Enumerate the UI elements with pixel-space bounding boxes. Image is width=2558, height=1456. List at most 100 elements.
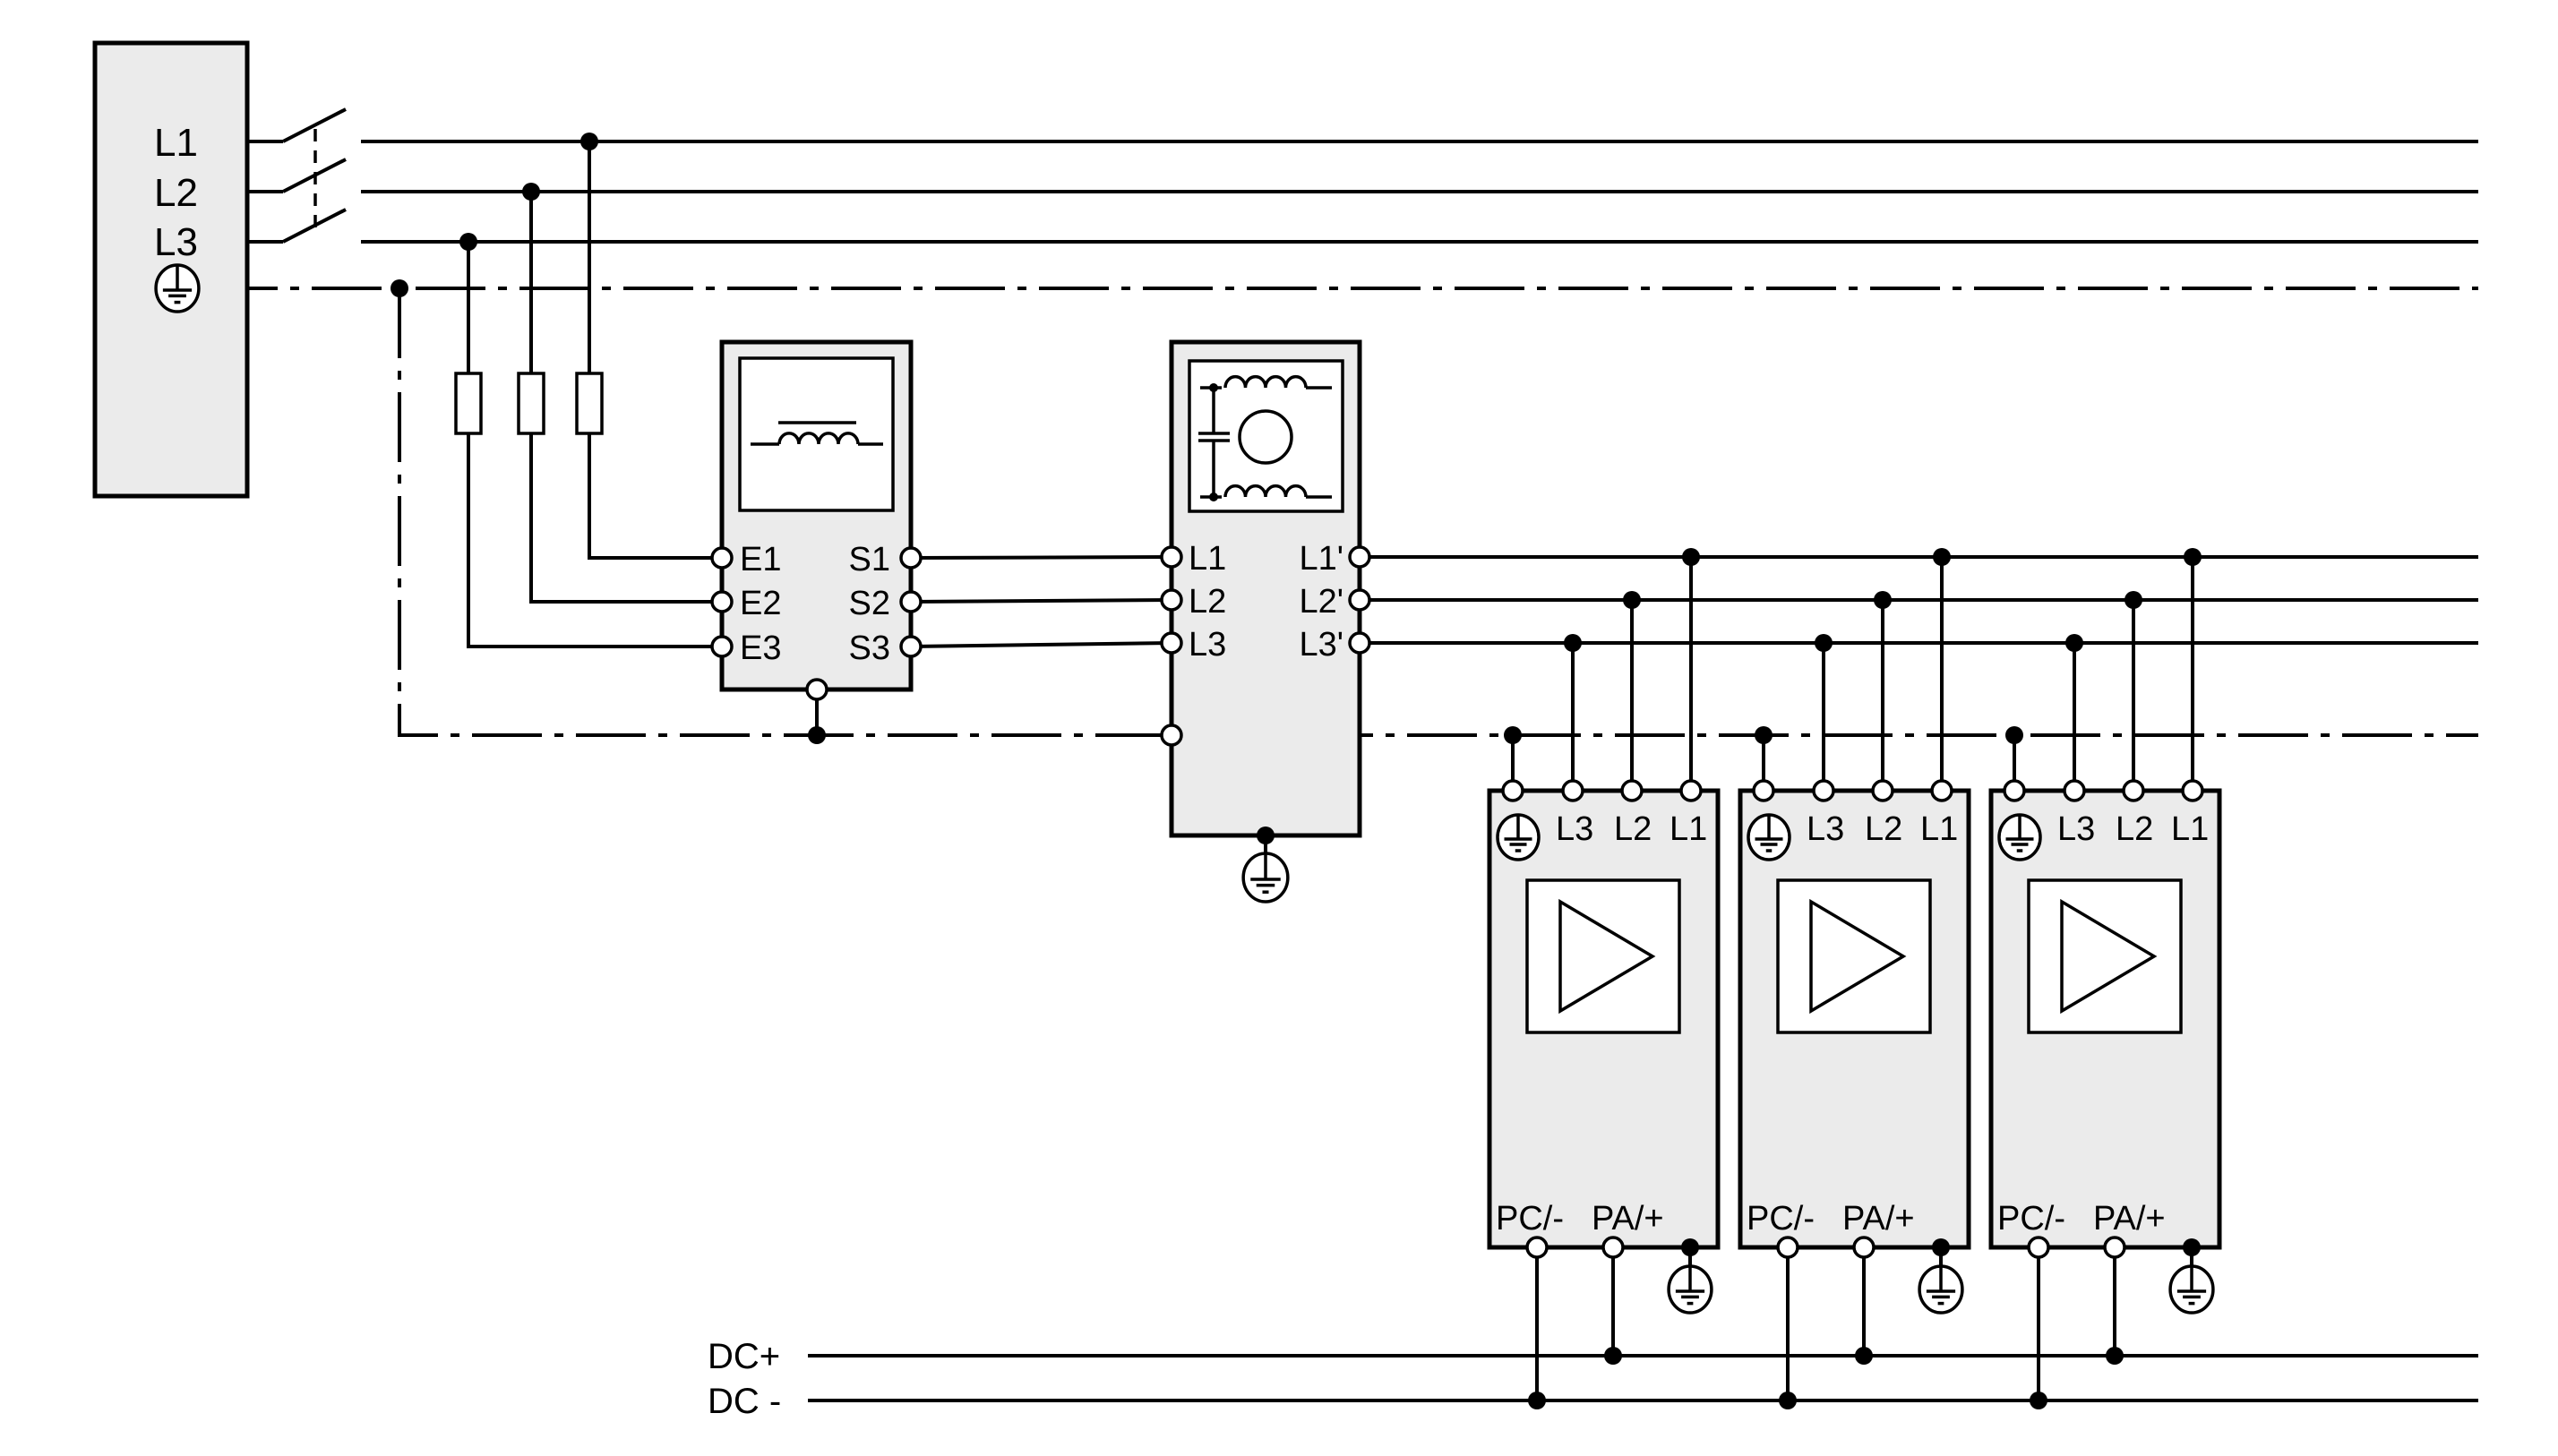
fuse-icon xyxy=(454,372,483,435)
drive-3-pc-junction xyxy=(2030,1392,2047,1409)
drive-3-terminal-pa xyxy=(2103,1236,2126,1259)
filter-ground-icon xyxy=(1241,852,1290,904)
drive-3-ground-icon xyxy=(2168,1264,2215,1315)
drive-1-l1-junction xyxy=(1682,548,1700,566)
drive-3-terminal-pc xyxy=(2027,1236,2050,1259)
drive-1-pc-junction xyxy=(1528,1392,1546,1409)
drive-2-terminal-l3 xyxy=(1812,779,1835,802)
choke-terminal-e2 xyxy=(710,590,734,613)
drive-2-label-pc: PC/- xyxy=(1747,1200,1815,1238)
filter-terminal-out-2 xyxy=(1348,588,1371,612)
drive-1-terminal-pe xyxy=(1501,779,1524,802)
wire-L3-to-E3 xyxy=(467,242,722,648)
wire-S3-L3 xyxy=(910,641,1172,648)
drive-2-pa-junction xyxy=(1855,1347,1873,1365)
drive-2-terminal-l2 xyxy=(1871,779,1894,802)
choke-terminal-e3 xyxy=(710,635,734,658)
drive-2-pc-junction xyxy=(1779,1392,1797,1409)
filter-terminal-in-1 xyxy=(1160,545,1183,569)
drive-1-terminal-l1 xyxy=(1679,779,1703,802)
drive-1-l3-junction xyxy=(1564,634,1582,652)
filter-label-l1-in: L1 xyxy=(1189,540,1226,578)
junction-L2 xyxy=(522,183,540,201)
drive-2-terminal-pa xyxy=(1852,1236,1876,1259)
choke-icon-frame xyxy=(738,356,895,512)
drive-1-terminal-l2 xyxy=(1620,779,1644,802)
dc-negative-label: DC - xyxy=(708,1382,781,1421)
drive-1-label-l2: L2 xyxy=(1614,810,1652,848)
choke-label-e1: E1 xyxy=(740,541,781,578)
wire-L1-to-E1 xyxy=(588,141,722,560)
choke-terminal-pe xyxy=(805,678,828,701)
junction-PE xyxy=(391,279,408,297)
wire-S1-L1 xyxy=(910,555,1172,560)
drive-1-pe-junction xyxy=(1504,726,1522,744)
drive-3-pe-icon xyxy=(1997,813,2042,861)
filter-core-circle xyxy=(1238,409,1293,465)
filter-node-top xyxy=(1209,383,1218,392)
drive-2-terminal-pe xyxy=(1752,779,1775,802)
filter-terminal-in-2 xyxy=(1160,588,1183,612)
drive-2-terminal-l1 xyxy=(1930,779,1953,802)
amplifier-triangle-icon xyxy=(2060,898,2158,1015)
wire-S2-L2 xyxy=(910,598,1172,604)
drive-2-pe-junction xyxy=(1755,726,1773,744)
drive-1-terminal-pa xyxy=(1601,1236,1625,1259)
supply-label-l2: L2 xyxy=(154,171,198,215)
drive-2-label-l1: L1 xyxy=(1920,810,1958,848)
modules xyxy=(92,40,2222,1250)
filter-label-l1-out: L1' xyxy=(1299,540,1343,578)
drive-3-terminal-l1 xyxy=(2181,779,2204,802)
supply-label-l1: L1 xyxy=(154,121,198,165)
drive-1-label-l1: L1 xyxy=(1670,810,1707,848)
choke-label-s1: S1 xyxy=(849,541,890,578)
drive-3-label-l2: L2 xyxy=(2116,810,2153,848)
wire-L2-to-E2 xyxy=(529,192,722,604)
drive-1-l2-junction xyxy=(1623,591,1641,609)
drive-2-label-l2: L2 xyxy=(1865,810,1902,848)
filter-node-bottom xyxy=(1209,492,1218,501)
filter-terminal-pe xyxy=(1160,724,1183,747)
drive-2-label-l3: L3 xyxy=(1807,810,1844,848)
filter-label-l2-out: L2' xyxy=(1299,583,1343,621)
drive-2-l3-junction xyxy=(1815,634,1833,652)
drive-2-pe-icon xyxy=(1747,813,1791,861)
choke-terminal-s1 xyxy=(899,546,923,570)
filter-label-l3-out: L3' xyxy=(1299,626,1343,664)
choke-terminal-s3 xyxy=(899,635,923,658)
drive-1-ground-junction xyxy=(1681,1238,1699,1256)
drive-2-ground-icon xyxy=(1918,1264,1964,1315)
amplifier-triangle-icon xyxy=(1809,898,1907,1015)
filter-terminal-out-3 xyxy=(1348,631,1371,655)
drive-2-l1-junction xyxy=(1933,548,1951,566)
drive-1-terminal-l3 xyxy=(1561,779,1584,802)
dc-positive-label: DC+ xyxy=(708,1337,780,1376)
wires xyxy=(208,107,2478,1402)
drive-3-terminal-l3 xyxy=(2063,779,2086,802)
choke-label-s2: S2 xyxy=(849,585,890,622)
drive-3-l2-junction xyxy=(2125,591,2142,609)
drive-1-terminal-pc xyxy=(1525,1236,1549,1259)
drive-3-pe-junction xyxy=(2005,726,2023,744)
supply-pe-icon xyxy=(154,263,201,313)
inductor-icon xyxy=(777,432,860,445)
choke-pe-junction xyxy=(808,726,826,744)
junction-L1 xyxy=(580,133,598,150)
drive-2-terminal-pc xyxy=(1776,1236,1799,1259)
choke-label-s3: S3 xyxy=(849,630,890,667)
drive-1-label-pc: PC/- xyxy=(1496,1200,1564,1238)
drive-1-ground-icon xyxy=(1667,1264,1713,1315)
drive-3-l1-junction xyxy=(2184,548,2202,566)
drive-2-ground-junction xyxy=(1932,1238,1950,1256)
filter-ground-junction xyxy=(1257,826,1275,844)
filter-coil-top xyxy=(1223,374,1308,389)
fuse-icon xyxy=(517,372,545,435)
drive-3-label-l3: L3 xyxy=(2057,810,2095,848)
fuse-icon xyxy=(575,372,604,435)
filter-label-l2-in: L2 xyxy=(1189,583,1226,621)
drive-2-label-pa: PA/+ xyxy=(1842,1200,1915,1238)
junction-L3 xyxy=(459,233,477,251)
drive-1-label-pa: PA/+ xyxy=(1592,1200,1664,1238)
drive-1-pe-icon xyxy=(1496,813,1541,861)
